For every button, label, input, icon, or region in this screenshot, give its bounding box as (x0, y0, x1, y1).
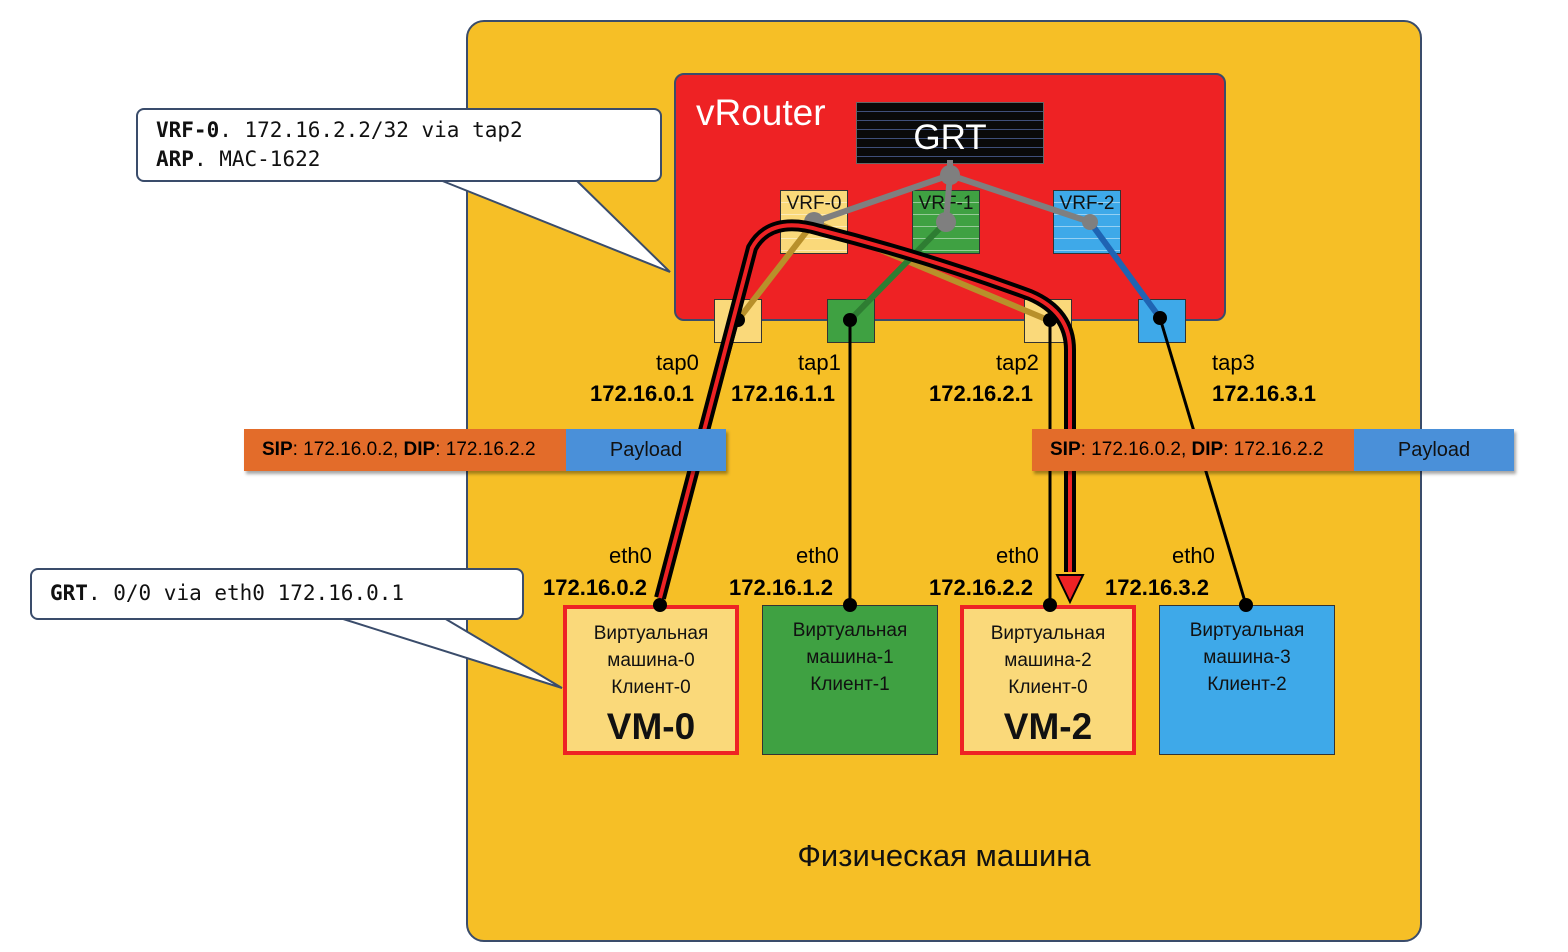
physical-machine-label: Физическая машина (797, 838, 1091, 873)
vm-2-box: Виртуальная машина-2 Клиент-0 VM-2 (960, 605, 1136, 755)
tap3-name: tap3 (1212, 350, 1255, 375)
vrouter-label: vRouter (696, 92, 826, 133)
vm-3-line1: Виртуальная (1189, 620, 1305, 641)
link-vrf2-tap3 (1087, 220, 1163, 320)
tap2-name: tap2 (996, 350, 1039, 375)
eth0-vm3-dot (1239, 598, 1253, 612)
tap0-ip: 172.16.0.1 (590, 381, 694, 406)
callout-grt-route-line: GRT. 0/0 via eth0 172.16.0.1 (50, 581, 405, 605)
vm-2-line1: Виртуальная (990, 623, 1106, 644)
vm3-eth-ip: 172.16.3.2 (1105, 575, 1209, 600)
tap3-port (1138, 299, 1186, 343)
packet-right-header: SIP: 172.16.0.2, DIP: 172.16.2.2 (1032, 429, 1354, 471)
packet-left-payload: Payload (566, 429, 726, 471)
link-grt-vrf0 (813, 172, 951, 225)
packet-right-payload: Payload (1354, 429, 1514, 471)
vm-2-tag: VM-2 (1003, 706, 1093, 747)
vm1-eth-ip: 172.16.1.2 (729, 575, 833, 600)
grt-junction (940, 165, 960, 185)
packet-left: SIP: 172.16.0.2, DIP: 172.16.2.2 Payload (244, 429, 726, 471)
tap1-dot (843, 313, 857, 327)
vm-1-line3: Клиент-1 (810, 674, 890, 695)
vm-2-line2: машина-2 (1004, 650, 1092, 671)
packet-right: SIP: 172.16.0.2, DIP: 172.16.2.2 Payload (1032, 429, 1514, 471)
tap3-dot (1153, 311, 1167, 325)
vm-2-line3: Клиент-0 (1008, 677, 1088, 698)
vm0-eth-name: eth0 (609, 543, 652, 568)
link-vrf0-tap0 (735, 220, 817, 322)
vrf2-node (1082, 214, 1098, 230)
callout-vrf0-arp-line: ARP. MAC-1622 (156, 147, 321, 171)
link-grt-vrf2 (949, 172, 1091, 225)
vrf-2-table: VRF-2 (1053, 190, 1121, 254)
eth0-vm1-dot (843, 598, 857, 612)
callout-grt-route: GRT. 0/0 via eth0 172.16.0.1 (30, 568, 524, 620)
packet-path-arrow (1055, 574, 1085, 605)
tap1-name: tap1 (798, 350, 841, 375)
tap1-ip: 172.16.1.1 (731, 381, 835, 406)
vm-0-line1: Виртуальная (593, 623, 709, 644)
vrf1-node (936, 212, 956, 232)
callout-vrf0-route: VRF-0. 172.16.2.2/32 via tap2 ARP. MAC-1… (136, 108, 662, 182)
vm2-eth-ip: 172.16.2.2 (929, 575, 1033, 600)
vm-1-line1: Виртуальная (792, 620, 908, 641)
vm-3-line3: Клиент-2 (1207, 674, 1287, 695)
vm-0-box: Виртуальная машина-0 Клиент-0 VM-0 (563, 605, 739, 755)
vm-3-box: Виртуальная машина-3 Клиент-2 (1159, 605, 1335, 755)
vm-1-box: Виртуальная машина-1 Клиент-1 (762, 605, 938, 755)
vm-0-line3: Клиент-0 (611, 677, 691, 698)
vm3-eth-name: eth0 (1172, 543, 1215, 568)
tap2-ip: 172.16.2.1 (929, 381, 1033, 406)
eth0-vm0-dot (653, 598, 667, 612)
grt-table: GRT (856, 102, 1044, 164)
link-vrf1-tap1 (847, 219, 949, 323)
vm-0-tag: VM-0 (606, 706, 696, 747)
eth0-vm2-dot (1043, 598, 1057, 612)
tap0-name: tap0 (656, 350, 699, 375)
vm-0-line2: машина-0 (607, 650, 695, 671)
vm1-eth-name: eth0 (796, 543, 839, 568)
packet-left-header: SIP: 172.16.0.2, DIP: 172.16.2.2 (244, 429, 566, 471)
vm-1-line2: машина-1 (806, 647, 894, 668)
packet-path (658, 223, 1072, 599)
tap3-ip: 172.16.3.1 (1212, 381, 1316, 406)
vm-3-line2: машина-3 (1203, 647, 1291, 668)
vm2-eth-name: eth0 (996, 543, 1039, 568)
callout-vrf0-route-line: VRF-0. 172.16.2.2/32 via tap2 (156, 118, 523, 142)
vm0-eth-ip: 172.16.0.2 (543, 575, 647, 600)
